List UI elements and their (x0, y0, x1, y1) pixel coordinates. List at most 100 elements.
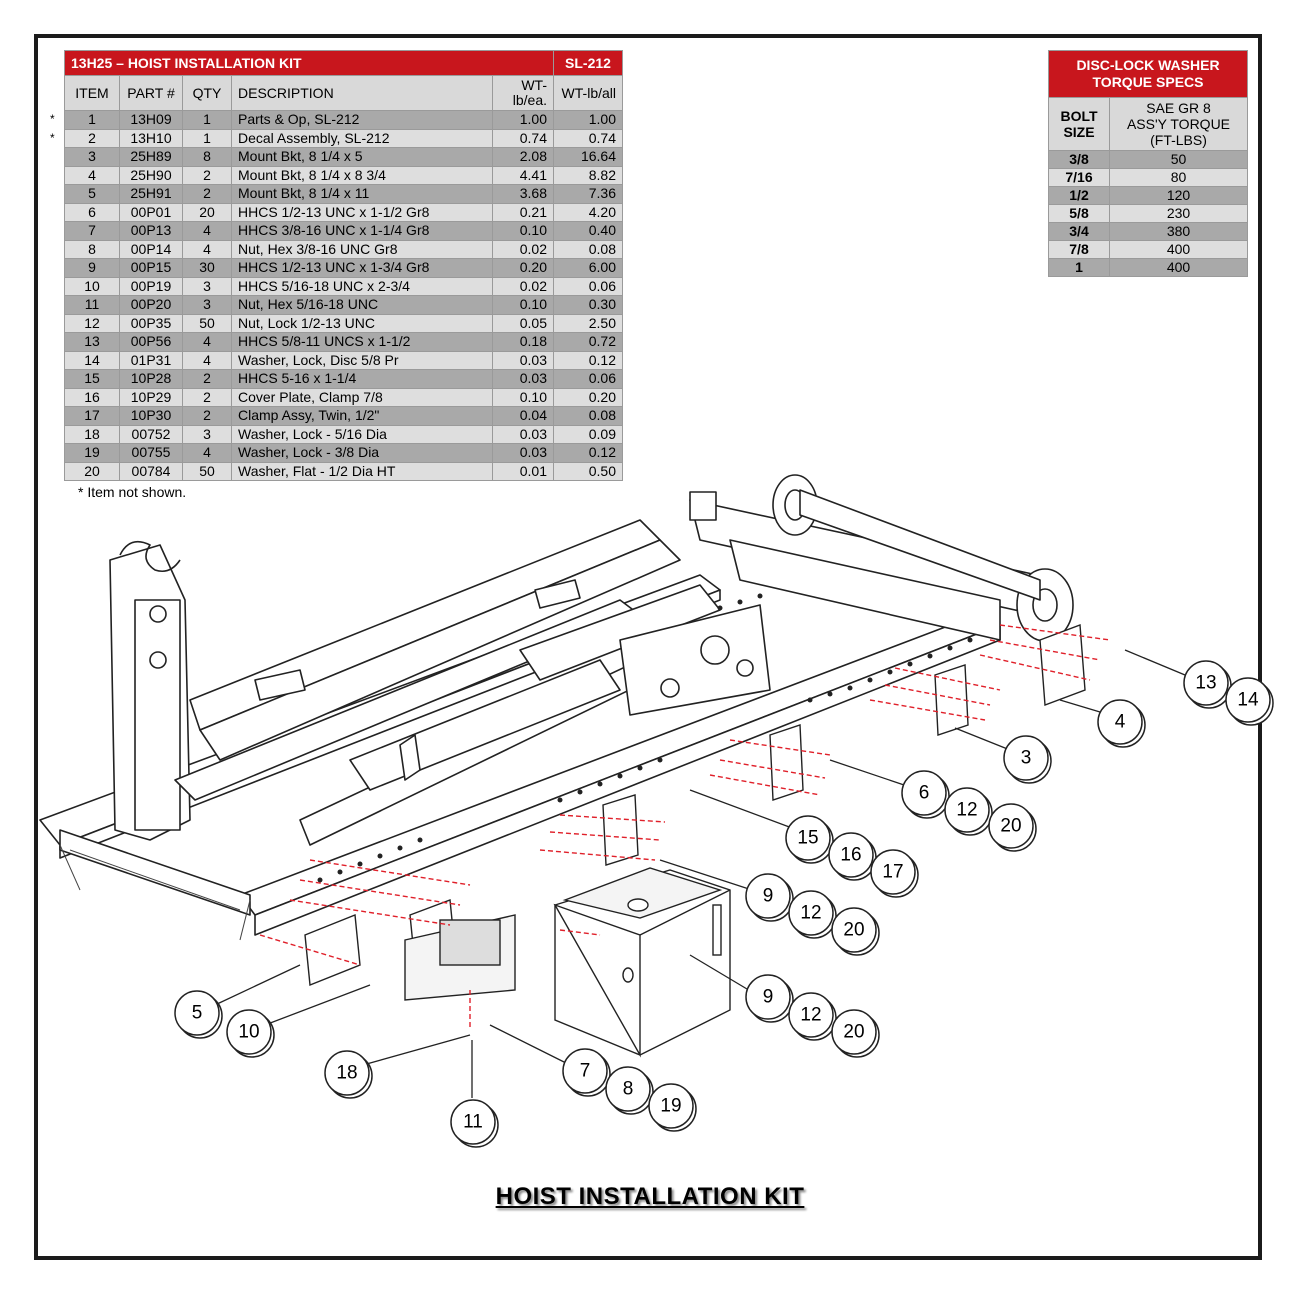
callout-label: 10 (238, 1022, 259, 1043)
kit-description-cell: HHCS 1/2-13 UNC x 1-1/2 Gr8 (231, 202, 493, 222)
torque-column-headers: BOLT SIZE SAE GR 8 ASS'Y TORQUE (FT-LBS) (1048, 97, 1248, 151)
kit-qty-cell: 2 (182, 369, 232, 389)
col-bolt-size-line1: BOLT (1060, 108, 1098, 124)
callout-label: 13 (1195, 673, 1216, 694)
bolt-size-cell: 3/8 (1048, 150, 1110, 169)
bolt-size-cell: 1/2 (1048, 186, 1110, 205)
kit-item-cell: 15 (64, 369, 120, 389)
callout-label: 16 (840, 845, 861, 866)
kit-wt-ea-cell: 3.68 (492, 184, 554, 204)
callout-label: 12 (956, 800, 977, 821)
callout-bubble: 10 (226, 1009, 275, 1058)
callout-circle (745, 974, 791, 1020)
kit-item-cell: 11 (64, 295, 120, 315)
kit-item-cell: 1 (64, 110, 120, 130)
callout-bubble: 8 (605, 1066, 654, 1115)
torque-title-line2: TORQUE SPECS (1092, 74, 1204, 90)
kit-qty-cell: 50 (182, 313, 232, 333)
kit-part-cell: 01P31 (119, 350, 183, 370)
kit-description-cell: Nut, Hex 3/8-16 UNC Gr8 (231, 239, 493, 259)
callout-bubble: 18 (324, 1050, 373, 1099)
kit-code: SL-212 (553, 50, 623, 76)
kit-item-cell: 17 (64, 406, 120, 426)
kit-item-cell: 10 (64, 276, 120, 296)
kit-wt-all-cell: 0.08 (553, 239, 623, 259)
torque-value-cell: 120 (1109, 186, 1248, 205)
kit-wt-all-cell: 7.36 (553, 184, 623, 204)
callout-bubble: 16 (828, 832, 877, 881)
callout-circle (226, 1009, 272, 1055)
callout-circle (324, 1050, 370, 1096)
callout-label: 12 (800, 903, 821, 924)
kit-qty-cell: 3 (182, 295, 232, 315)
kit-item-cell: 16 (64, 387, 120, 407)
callout-label: 20 (843, 1022, 864, 1043)
col-wt-ea: WT-lb/ea. (492, 75, 554, 111)
kit-item-cell: 8 (64, 239, 120, 259)
callout-bubble: 4 (1097, 699, 1146, 748)
callout-label: 17 (882, 862, 903, 883)
callout-circle (745, 873, 791, 919)
kit-wt-ea-cell: 0.10 (492, 387, 554, 407)
callout-circle (988, 803, 1034, 849)
kit-wt-ea-cell: 0.21 (492, 202, 554, 222)
kit-wt-all-cell: 0.12 (553, 443, 623, 463)
kit-part-cell: 00P35 (119, 313, 183, 333)
kit-qty-cell: 2 (182, 406, 232, 426)
torque-title-row: DISC-LOCK WASHER TORQUE SPECS (1048, 50, 1248, 98)
kit-qty-cell: 4 (182, 221, 232, 241)
col-description: DESCRIPTION (231, 75, 493, 111)
item-not-shown-note: * Item not shown. (78, 484, 187, 500)
kit-qty-cell: 30 (182, 258, 232, 278)
kit-wt-all-cell: 0.72 (553, 332, 623, 352)
kit-wt-ea-cell: 0.03 (492, 424, 554, 444)
callout-label: 20 (1000, 816, 1021, 837)
kit-wt-ea-cell: 0.01 (492, 461, 554, 481)
kit-item-cell: 6 (64, 202, 120, 222)
callout-label: 3 (1021, 748, 1032, 769)
callout-label: 6 (919, 783, 930, 804)
kit-part-cell: 00P20 (119, 295, 183, 315)
bolt-size-cell: 1 (1048, 258, 1110, 277)
callout-bubble: 19 (648, 1083, 697, 1132)
kit-part-cell: 10P30 (119, 406, 183, 426)
callout-bubble: 7 (562, 1048, 611, 1097)
callout-bubble: 13 (1183, 660, 1232, 709)
callout-circle (1183, 660, 1229, 706)
callout-label: 18 (336, 1063, 357, 1084)
callout-bubble: 12 (788, 992, 837, 1041)
callout-label: 9 (763, 987, 774, 1008)
kit-wt-ea-cell: 1.00 (492, 110, 554, 130)
kit-item-cell: 19 (64, 443, 120, 463)
col-torque: SAE GR 8 ASS'Y TORQUE (FT-LBS) (1109, 97, 1248, 151)
callout-label: 9 (763, 886, 774, 907)
torque-value-cell: 80 (1109, 168, 1248, 187)
torque-value-cell: 400 (1109, 240, 1248, 259)
kit-wt-all-cell: 0.50 (553, 461, 623, 481)
kit-wt-ea-cell: 0.05 (492, 313, 554, 333)
col-bolt-size-line2: SIZE (1063, 124, 1095, 140)
kit-part-cell: 00P56 (119, 332, 183, 352)
kit-description-cell: HHCS 5-16 x 1-1/4 (231, 369, 493, 389)
kit-wt-ea-cell: 0.03 (492, 350, 554, 370)
bolt-size-cell: 3/4 (1048, 222, 1110, 241)
kit-title-row: 13H25 – HOIST INSTALLATION KIT SL-212 (64, 50, 623, 76)
callout-label: 5 (192, 1003, 203, 1024)
callout-bubble: 3 (1003, 735, 1052, 784)
col-item: ITEM (64, 75, 120, 111)
kit-qty-cell: 20 (182, 202, 232, 222)
kit-wt-ea-cell: 0.03 (492, 369, 554, 389)
kit-wt-all-cell: 0.20 (553, 387, 623, 407)
kit-description-cell: HHCS 3/8-16 UNC x 1-1/4 Gr8 (231, 221, 493, 241)
kit-item-cell: 13 (64, 332, 120, 352)
